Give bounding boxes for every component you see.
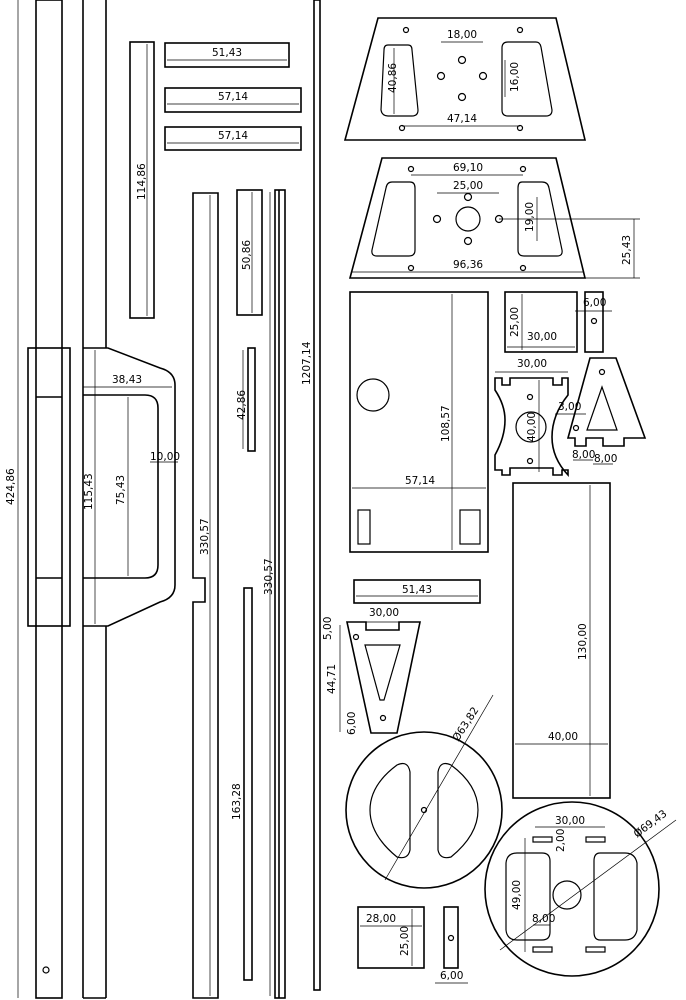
dim-label: 25,00 xyxy=(453,180,483,192)
dim-label: 6,00 xyxy=(346,712,358,735)
dim-label: 5,00 xyxy=(322,617,334,640)
strip-parts: 114,86 51,43 57,14 57,14 xyxy=(129,41,302,319)
dim-label: 19,00 xyxy=(524,202,536,232)
dim-label: 40,00 xyxy=(526,412,538,442)
dim-label: 16,00 xyxy=(509,62,521,92)
dim-label: 42,86 xyxy=(236,390,248,420)
dim-label: Ø63,82 xyxy=(450,705,481,744)
dim-label: 25,00 xyxy=(509,307,521,337)
dim-label: 30,00 xyxy=(555,815,585,827)
dim-label: 130,00 xyxy=(577,623,589,660)
frame-bar-b: 115,43 38,43 75,43 10,00 xyxy=(82,0,180,999)
dim-label: 108,57 xyxy=(440,405,452,442)
dim-label: 6,00 xyxy=(440,970,463,982)
dim-label: 114,86 xyxy=(136,163,148,200)
dim-label: 10,00 xyxy=(150,451,180,463)
vertical-bars: 330,57 50,86 42,86 330,57 163,28 1207,14 xyxy=(192,0,321,999)
dim-label: 1207,14 xyxy=(301,341,313,385)
dim-label: 8,00 xyxy=(572,449,595,461)
dim-label: 50,86 xyxy=(241,240,253,270)
small-blocks: 28,00 25,00 6,00 xyxy=(357,906,468,984)
dim-label: 25,00 xyxy=(399,926,411,956)
dim-label: 49,00 xyxy=(511,880,523,910)
dim-label: 57,14 xyxy=(405,475,435,487)
dim-label: 8,00 xyxy=(594,453,617,465)
dim-label: 75,43 xyxy=(115,475,127,505)
dim-label: 8,00 xyxy=(532,913,555,925)
dim-label: 330,57 xyxy=(199,518,211,555)
dim-label: 51,43 xyxy=(212,47,242,59)
dim-label: 330,57 xyxy=(263,558,275,595)
trapezoid-plate-2: 69,10 25,00 19,00 25,43 96,36 xyxy=(348,157,640,279)
dim-label: 57,14 xyxy=(218,91,248,103)
tall-rect-plate: 130,00 40,00 xyxy=(512,482,611,799)
dim-label: 25,43 xyxy=(621,235,633,265)
dim-label: 47,14 xyxy=(447,113,477,125)
trapezoid-plate-1: 18,00 40,86 16,00 47,14 xyxy=(343,17,587,141)
tapered-bracket: 30,00 5,00 44,71 6,00 xyxy=(322,607,421,735)
dim-label: 30,00 xyxy=(369,607,399,619)
dim-label: 18,00 xyxy=(447,29,477,41)
dim-label: 6,00 xyxy=(583,297,606,309)
dim-label: 28,00 xyxy=(366,913,396,925)
dim-label: Ø69,43 xyxy=(632,808,670,841)
dim-label: 30,00 xyxy=(517,358,547,370)
dim-label: 69,10 xyxy=(453,162,483,174)
long-bar-a: 424,86 xyxy=(5,0,71,999)
dim-label: 44,71 xyxy=(326,664,338,694)
dim-label: 2,00 xyxy=(555,829,567,852)
dim-label: 40,00 xyxy=(548,731,578,743)
dim-label: 40,86 xyxy=(387,63,399,93)
dim-label: 3,00 xyxy=(558,401,581,413)
dim-label: 96,36 xyxy=(453,259,483,271)
strip-51: 51,43 xyxy=(353,579,481,604)
dim-label: 38,43 xyxy=(112,374,142,386)
base-plate: 108,57 57,14 xyxy=(349,291,489,553)
dim-label: 163,28 xyxy=(231,783,243,820)
small-parts: 25,00 30,00 6,00 30,00 40,00 3,00 8,00 8… xyxy=(494,291,647,478)
round-plate-2: 30,00 2,00 Ø69,43 49,00 8,00 xyxy=(484,801,677,977)
dim-label: 30,00 xyxy=(527,331,557,343)
dim-label: 115,43 xyxy=(83,473,95,510)
dim-label: 51,43 xyxy=(402,584,432,596)
dim-label: 424,86 xyxy=(5,468,17,505)
dim-label: 57,14 xyxy=(218,130,248,142)
